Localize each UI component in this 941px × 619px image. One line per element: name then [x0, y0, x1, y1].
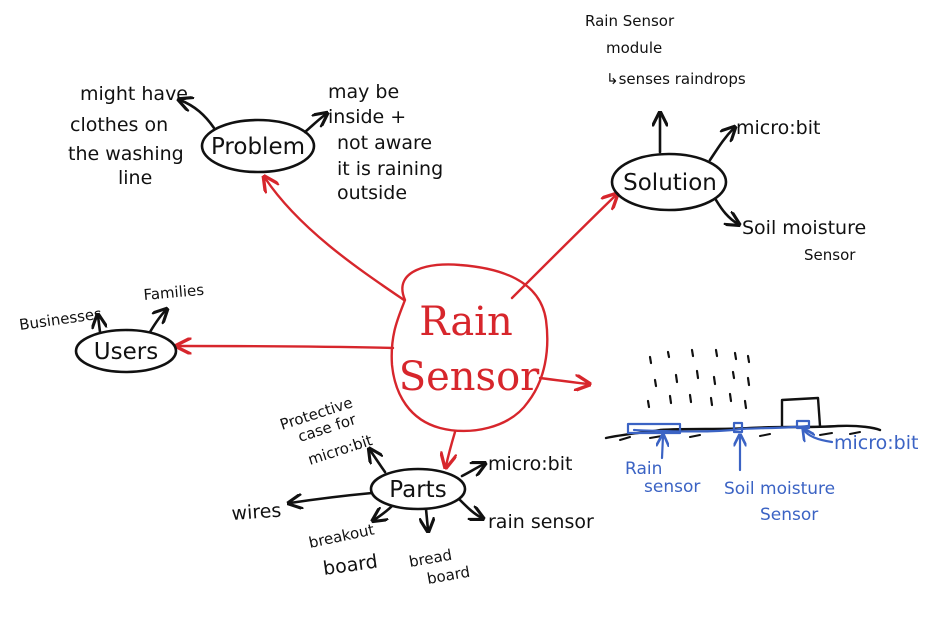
problem-arrow-right [303, 114, 326, 134]
sketch-soil-line-2: Sensor [760, 505, 818, 525]
parts-label: Parts [389, 477, 446, 503]
connector-to-parts [446, 430, 455, 466]
solution-soil-text: Soil moisture Sensor [742, 217, 866, 264]
sketch-arrow-microbit [804, 430, 834, 444]
problem-label: Problem [211, 134, 305, 160]
parts-arrow-right-top [460, 464, 484, 478]
raindrops [646, 348, 751, 410]
parts-arrow-top-left [370, 450, 387, 474]
microbit-board [795, 419, 811, 430]
sketch-rain-sensor-text: Rain sensor [625, 459, 700, 497]
users-label: Users [94, 339, 158, 365]
solution-soil-line-1: Soil moisture [742, 217, 866, 239]
problem-right-line-5: outside [337, 182, 407, 204]
problem-left-line-2: clothes on [70, 114, 168, 136]
problem-left-line-3: the washing [68, 143, 184, 165]
soil-sensor-board [732, 421, 744, 434]
microbit-case [780, 396, 822, 427]
parts-breakout-line-1: breakout [307, 520, 376, 551]
users-outline [74, 328, 178, 374]
problem-right-line-1: may be [328, 81, 399, 103]
solution-node: Solution [610, 152, 728, 212]
parts-microbit-text: micro:bit [488, 453, 572, 475]
parts-top-left-text: Protective case for micro:bit [278, 393, 375, 468]
solution-top-line-2: module [606, 39, 662, 57]
sketch-soil-text: Soil moisture Sensor [724, 479, 835, 525]
parts-node: Parts [369, 467, 467, 511]
parts-arrow-right-bottom [458, 498, 482, 518]
rain-sketch: Rain sensor Soil moisture Sensor micro:b… [604, 348, 918, 525]
center-title-line1: Rain [419, 299, 512, 345]
sketch-arrow-rain [662, 436, 663, 460]
solution-arrow-right-top [708, 128, 734, 162]
connector-to-problem [265, 178, 406, 302]
parts-arrow-bottom [426, 507, 428, 530]
sketch-rain-line-1: Rain [625, 459, 662, 479]
center-title-line2: Sensor [399, 354, 540, 400]
problem-right-line-2: inside + [328, 106, 406, 128]
sensor-wire [632, 424, 810, 433]
problem-right-text: may be inside + not aware it is raining … [328, 81, 443, 204]
problem-outline [200, 118, 316, 174]
sketch-microbit-text: micro:bit [834, 432, 918, 454]
parts-breakout-line-2: board [322, 551, 379, 580]
users-arrow-left [98, 316, 100, 334]
problem-right-line-3: not aware [337, 132, 432, 154]
problem-arrow-left [180, 100, 216, 130]
solution-microbit-text: micro:bit [736, 117, 820, 139]
solution-top-text: Rain Sensor module ↳senses raindrops [585, 12, 746, 88]
parts-outline [369, 467, 467, 511]
parts-rain-sensor-text: rain sensor [488, 511, 594, 533]
connector-to-solution [510, 195, 616, 300]
rain-sensor-board [626, 422, 682, 435]
sketch-soil-line-1: Soil moisture [724, 479, 835, 499]
parts-bread-text: bread board [408, 546, 472, 588]
parts-arrow-bottom-left [374, 504, 394, 520]
users-arrow-right [148, 310, 166, 334]
solution-soil-line-2: Sensor [804, 246, 856, 264]
solution-top-line-3: ↳senses raindrops [606, 70, 746, 88]
parts-breakout-text: breakout board [307, 520, 379, 579]
connector-to-users [178, 346, 395, 348]
problem-left-text: might have clothes on the washing line [68, 83, 188, 189]
solution-top-line-1: Rain Sensor [585, 12, 675, 30]
problem-right-line-4: it is raining [337, 158, 443, 180]
solution-arrow-right-bottom [714, 198, 738, 224]
problem-left-line-4: line [118, 167, 152, 189]
center-outline [390, 263, 549, 433]
problem-node: Problem [200, 118, 316, 174]
parts-arrow-left [290, 491, 374, 503]
problem-left-line-1: might have [80, 83, 188, 105]
parts-wires-text: wires [231, 500, 282, 525]
solution-label: Solution [623, 170, 717, 196]
sketch-rain-line-2: sensor [644, 477, 700, 497]
users-businesses-text: Businesses [18, 305, 103, 334]
users-node: Users [74, 328, 178, 374]
solution-outline [610, 152, 728, 212]
connector-to-sketch [538, 378, 588, 384]
users-families-text: Families [143, 281, 205, 304]
center-node: Rain Sensor [390, 263, 549, 433]
